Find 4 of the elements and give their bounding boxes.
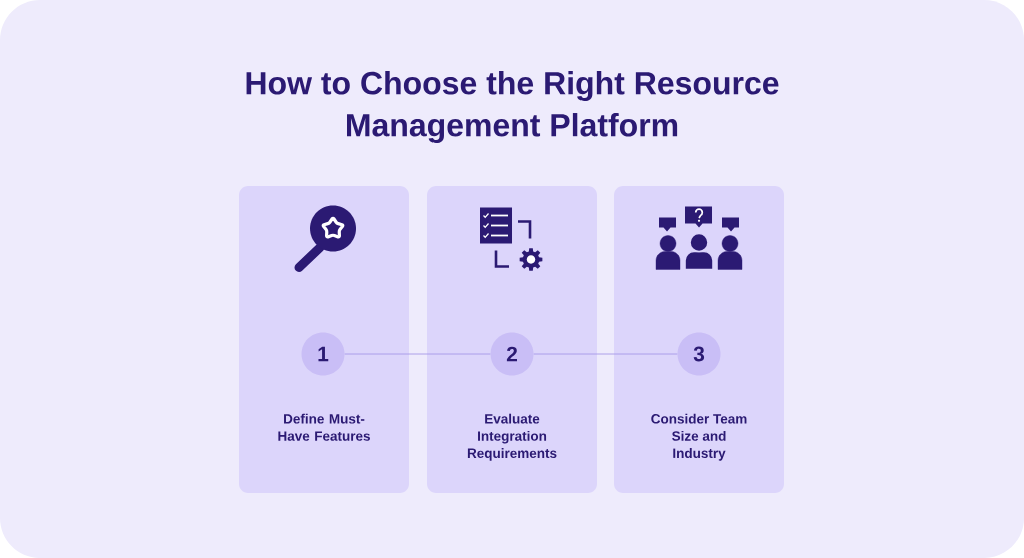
step-number: 3: [677, 332, 721, 376]
title: How to Choose the Right Resource Management Platform: [246, 71, 779, 143]
step-number: 1: [301, 332, 345, 376]
step-number: 2: [490, 332, 534, 376]
